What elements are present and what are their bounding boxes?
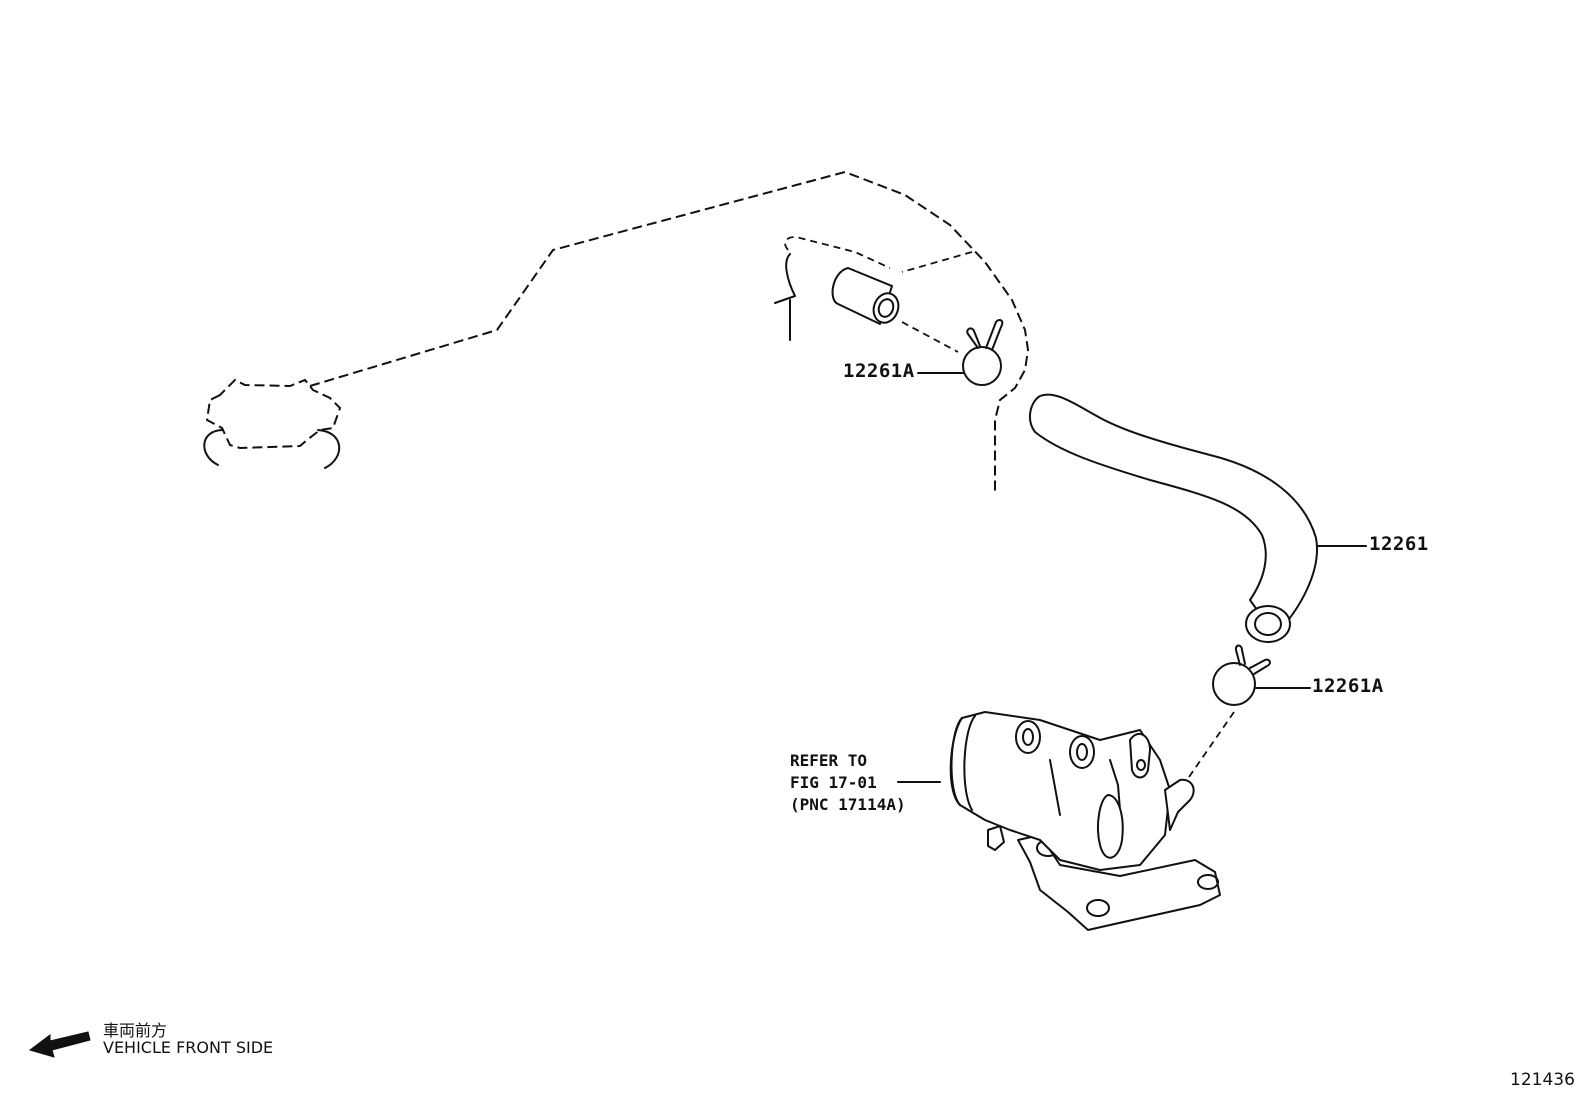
refer-note-line1: REFER TO	[790, 751, 868, 770]
figure-number: 121436	[1510, 1070, 1575, 1090]
legend-english: VEHICLE FRONT SIDE	[103, 1038, 274, 1057]
clamp-lower-icon	[1212, 644, 1311, 706]
arrow-left-icon	[28, 1031, 91, 1058]
callout-clamp-lower: 12261A	[1312, 675, 1384, 697]
clamp-upper-icon	[917, 318, 1004, 386]
water-inlet-housing-icon	[897, 711, 1221, 931]
callout-hose: 12261	[1369, 533, 1429, 555]
water-hose-icon	[1028, 393, 1367, 791]
engine-phantom-outline	[203, 170, 1030, 495]
callout-clamp-upper: 12261A	[843, 360, 915, 382]
refer-note-line3: (PNC 17114A)	[790, 795, 906, 814]
refer-note-line2: FIG 17-01	[790, 773, 877, 792]
legend-japanese: 車両前方	[103, 1021, 168, 1040]
pipe-stub-upper	[831, 267, 959, 353]
refer-note: REFER TO FIG 17-01 (PNC 17114A)	[790, 750, 906, 816]
